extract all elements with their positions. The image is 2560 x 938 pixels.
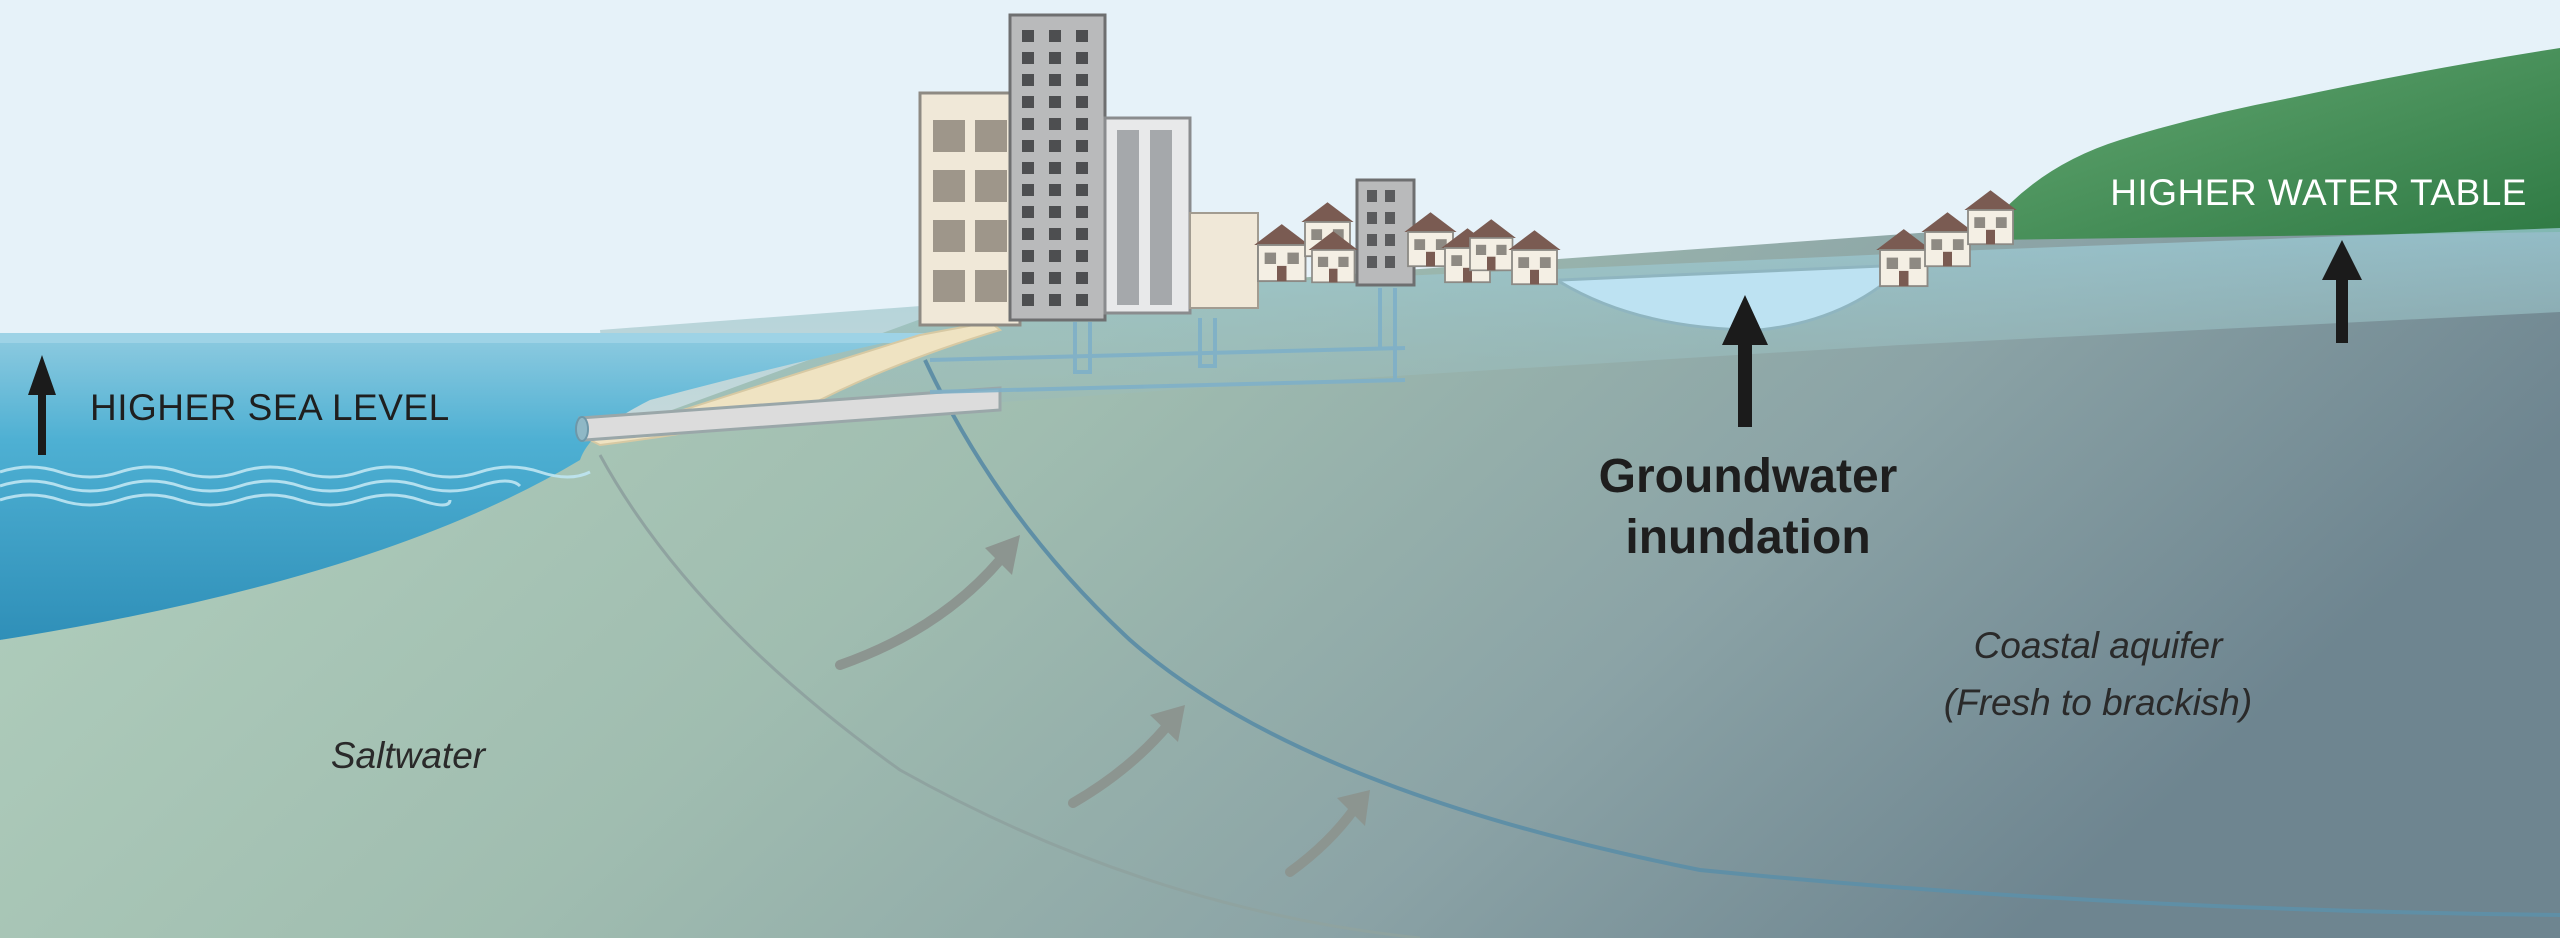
city-buildings xyxy=(918,13,1416,327)
building-window xyxy=(1049,74,1061,86)
building-window xyxy=(1049,184,1061,196)
building-window xyxy=(1022,30,1034,42)
mixing-zone-boundary xyxy=(598,454,1421,938)
house-icon xyxy=(1508,230,1561,286)
label-higher-water-table: HIGHER WATER TABLE xyxy=(2110,172,2527,343)
building-window xyxy=(1022,206,1034,218)
saltwater-label: Saltwater xyxy=(331,735,487,776)
building-window xyxy=(1022,52,1034,64)
building-window xyxy=(1076,250,1088,262)
coastal-aquifer-line2: (Fresh to brackish) xyxy=(1944,682,2252,723)
sea-level-up-arrow-icon xyxy=(28,355,56,455)
sea-waves xyxy=(0,465,591,507)
building-window xyxy=(1076,96,1088,108)
sea-surface xyxy=(0,333,930,343)
house-icon xyxy=(1921,212,1974,268)
building-window xyxy=(1076,228,1088,240)
building-window xyxy=(1076,30,1088,42)
building-window xyxy=(1049,206,1061,218)
storm-drain-network xyxy=(929,288,1406,394)
intrusion-arrow-icon xyxy=(1068,705,1185,808)
building-window xyxy=(1049,294,1061,306)
building-window xyxy=(1022,96,1034,108)
building-window xyxy=(1076,184,1088,196)
groundwater-inundation-line1: Groundwater xyxy=(1599,450,1898,503)
building-window xyxy=(1022,228,1034,240)
building-window xyxy=(1022,294,1034,306)
building-window xyxy=(1076,118,1088,130)
house-icon xyxy=(1308,231,1358,284)
building-window xyxy=(1076,294,1088,306)
label-higher-sea-level: HIGHER SEA LEVEL xyxy=(28,355,450,455)
inundation-up-arrow-icon xyxy=(1722,295,1768,427)
building-window xyxy=(1049,30,1061,42)
building-window xyxy=(1022,184,1034,196)
building-window xyxy=(1076,162,1088,174)
building-window xyxy=(1076,140,1088,152)
saltwater-intrusion-arrows xyxy=(835,535,1370,877)
house-icon xyxy=(1964,190,2017,246)
house-icon xyxy=(1254,224,1310,283)
building-window xyxy=(1049,118,1061,130)
ground xyxy=(0,225,2560,938)
label-groundwater-inundation: Groundwater inundation xyxy=(1599,295,1898,564)
building-window xyxy=(1049,162,1061,174)
outfall-pipe xyxy=(575,386,1002,442)
building-window xyxy=(1022,250,1034,262)
label-coastal-aquifer: Coastal aquifer (Fresh to brackish) xyxy=(1944,625,2252,723)
intrusion-arrow-icon xyxy=(835,535,1020,670)
building-window xyxy=(1022,162,1034,174)
house-icon xyxy=(1466,219,1516,272)
building-window xyxy=(1049,96,1061,108)
building-window xyxy=(1049,140,1061,152)
sea xyxy=(0,333,930,640)
building-window xyxy=(1076,272,1088,284)
building-window xyxy=(1022,118,1034,130)
higher-sea-level-text: HIGHER SEA LEVEL xyxy=(90,387,450,428)
building-window xyxy=(1076,206,1088,218)
coastal-aquifer-line1: Coastal aquifer xyxy=(1974,625,2225,666)
intrusion-arrow-icon xyxy=(1285,790,1370,877)
building-window xyxy=(1076,74,1088,86)
raised-water-table-zone xyxy=(600,228,2560,430)
freshwater-saltwater-interface xyxy=(923,359,2560,917)
house-icon xyxy=(1876,229,1932,288)
building-window xyxy=(1076,52,1088,64)
higher-water-table-text: HIGHER WATER TABLE xyxy=(2110,172,2527,213)
green-hill xyxy=(1990,48,2560,240)
groundwater-inundation-line2: inundation xyxy=(1625,511,1870,564)
building-window xyxy=(1049,52,1061,64)
building-window xyxy=(1022,74,1034,86)
building-window xyxy=(1049,228,1061,240)
building-window xyxy=(1022,140,1034,152)
houses xyxy=(1254,190,2017,288)
building-window xyxy=(1049,250,1061,262)
water-table-up-arrow-icon xyxy=(2322,240,2362,343)
building-window xyxy=(1022,272,1034,284)
building-window xyxy=(1049,272,1061,284)
